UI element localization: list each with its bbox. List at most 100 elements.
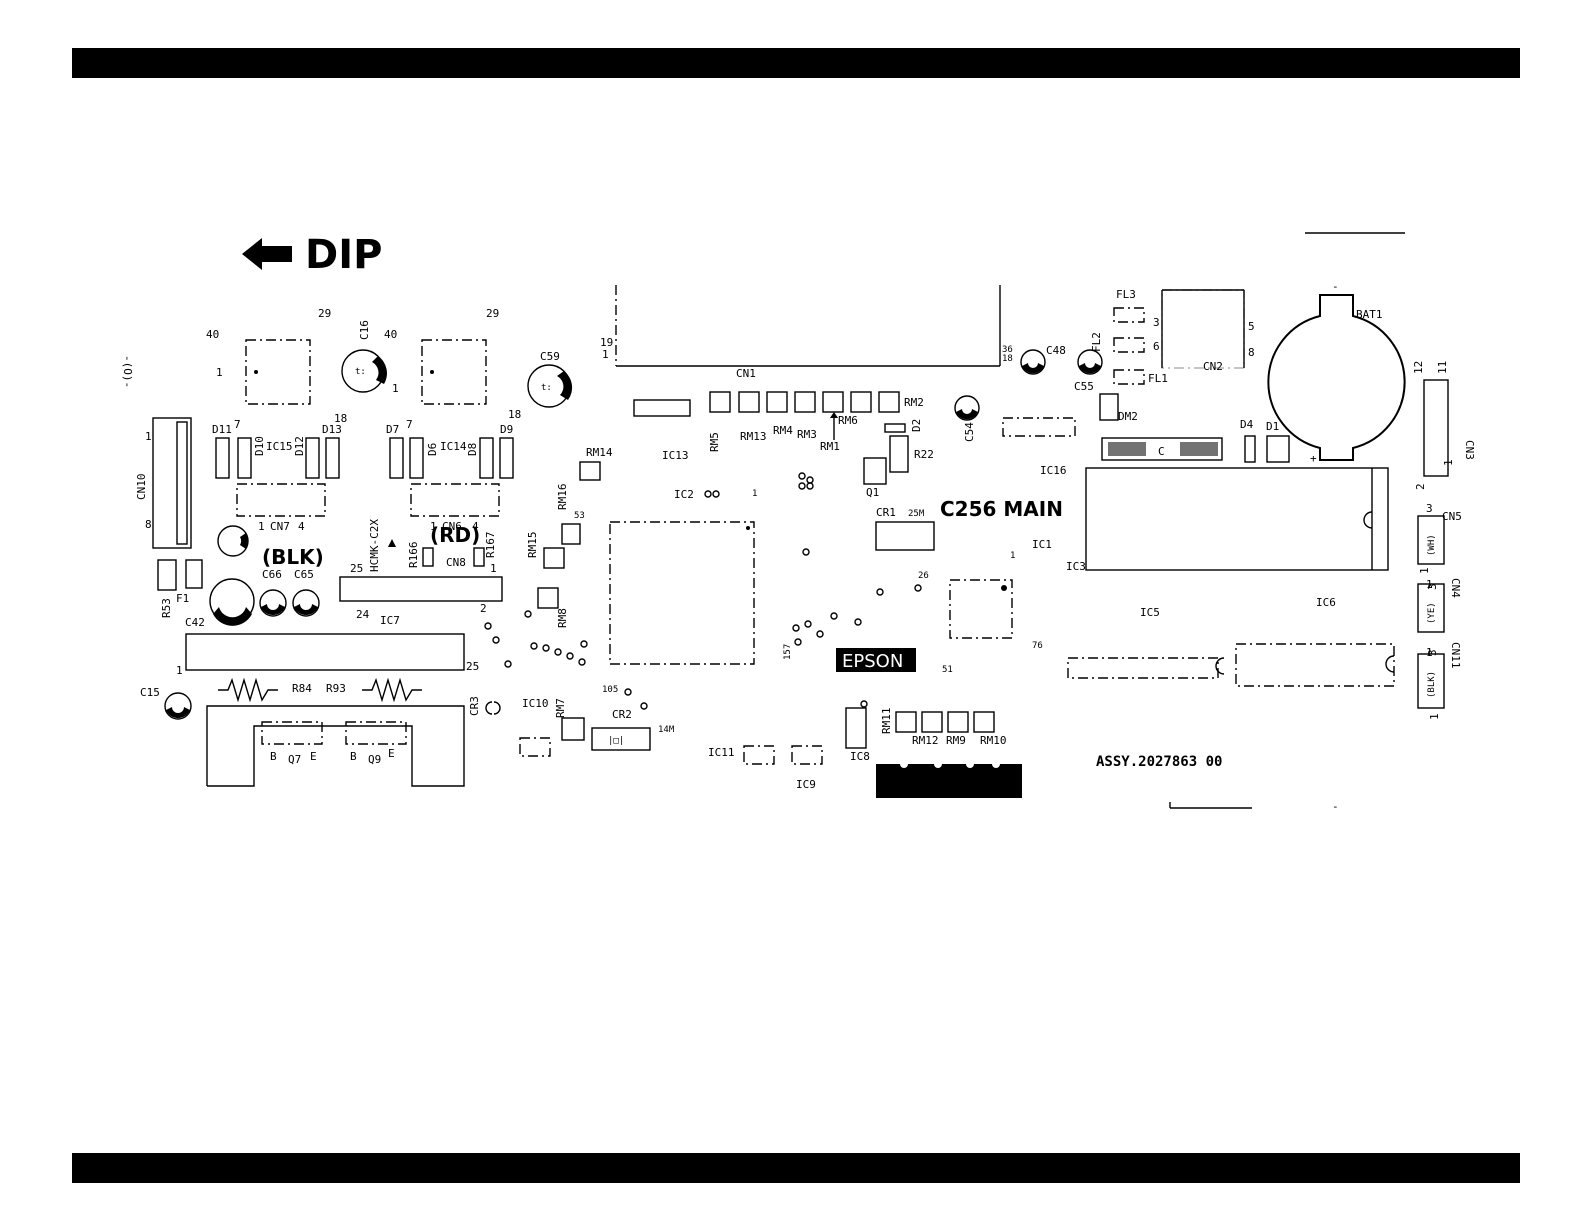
ic-ic11-package	[743, 745, 775, 765]
header-c-jumper	[1101, 437, 1223, 461]
pin-7-d11: 7	[234, 418, 241, 431]
pin-157: 157	[783, 644, 793, 660]
ic-ic5-package	[1067, 657, 1219, 679]
label-ic16: IC16	[1040, 464, 1067, 477]
pin-4-cn6: 4	[472, 520, 479, 533]
label-ic1: IC1	[1032, 538, 1052, 551]
resistor-r166	[422, 547, 434, 567]
label-q1: Q1	[866, 486, 879, 499]
label-d10: D10	[253, 436, 266, 456]
resistor-array-rm2	[878, 391, 900, 413]
label-cr1: CR1	[876, 506, 896, 519]
label-cn10: CN10	[135, 474, 148, 501]
pin-40-right: 40	[384, 328, 397, 341]
label-ic13: IC13	[662, 449, 689, 462]
capacitor-blk-left	[217, 525, 249, 557]
svg-text:t:: t:	[355, 367, 366, 377]
label-ic7: IC7	[380, 614, 400, 627]
label-d12: D12	[293, 436, 306, 456]
bat-minus: -	[1332, 280, 1339, 293]
header-band	[72, 48, 1520, 78]
label-dm2: DM2	[1118, 410, 1138, 423]
pin-1-ic2: 1	[752, 489, 757, 499]
dip-switch-left	[245, 339, 311, 405]
pin-24-ic7: 24	[356, 608, 370, 621]
transistor-q7	[261, 721, 323, 745]
ic-ic3-package	[1085, 467, 1389, 571]
label-c55: C55	[1074, 380, 1094, 393]
label-rm5: RM5	[708, 432, 721, 452]
pin-105: 105	[602, 685, 618, 695]
diode-d4	[1244, 435, 1256, 463]
pin-25-ic7: 25	[350, 562, 363, 575]
diode-d7	[389, 437, 404, 479]
resistor-r84	[218, 677, 278, 703]
resistor-array-rm12	[895, 711, 917, 733]
label-d8: D8	[466, 443, 479, 456]
label-rm12: RM12	[912, 734, 939, 747]
brand-logo: EPSON	[842, 651, 903, 672]
capacitor-c48	[1020, 349, 1046, 375]
pin-36-cn1: 36	[1002, 345, 1013, 355]
resistor-array-rm13	[738, 391, 760, 413]
pin-29-left: 29	[318, 307, 331, 320]
ic-ic16-package	[1002, 417, 1076, 437]
capacitor-c65	[292, 589, 320, 617]
label-d7: D7	[386, 423, 399, 436]
label-rm7: RM7	[554, 698, 567, 718]
resistor-array-rm9	[921, 711, 943, 733]
bat-plus: +	[1310, 452, 1317, 465]
pin-b-q7: B	[270, 750, 277, 763]
label-cn2: CN2	[1203, 360, 1223, 373]
connector-cn2	[1161, 289, 1245, 369]
pin-12-cn3: 12	[1412, 361, 1425, 374]
svg-text:|□|: |□|	[608, 736, 624, 746]
footer-band	[72, 1153, 1520, 1183]
label-ic5: IC5	[1140, 606, 1160, 619]
component-dm2	[1099, 393, 1119, 421]
resistor-array-rm6	[850, 391, 872, 413]
assy-label: ASSY.2027863 00	[1096, 754, 1222, 770]
pin-1-ic1: 1	[1010, 551, 1015, 561]
connector-cn7	[236, 483, 326, 517]
resistor-r93	[362, 677, 422, 703]
label-f1: F1	[176, 592, 189, 605]
capacitor-c59: t:	[527, 364, 573, 408]
diode-d11	[215, 437, 230, 479]
pin-e-q9: E	[388, 747, 395, 760]
battery-bat1	[1267, 294, 1406, 461]
label-d11: D11	[212, 423, 232, 436]
label-q9: Q9	[368, 753, 381, 766]
resistor-array-rm9b	[947, 711, 969, 733]
label-cn5: CN5	[1442, 510, 1462, 523]
label-rm16: RM16	[556, 484, 569, 511]
pin-18-d13: 18	[334, 412, 347, 425]
pin-3-cn5: 3	[1426, 502, 1433, 515]
resistor-array-rm5	[709, 391, 731, 413]
pin-26: 26	[918, 571, 929, 581]
pin-19-cn1: 19	[600, 336, 613, 349]
label-rm13: RM13	[740, 430, 767, 443]
label-cn4: CN4	[1449, 578, 1462, 598]
connector-ic7-top	[339, 576, 503, 602]
label-c-mark: C	[1158, 445, 1165, 458]
label-bat1: BAT1	[1356, 308, 1383, 321]
pin-4-cn7: 4	[298, 520, 305, 533]
label-ic3: IC3	[1066, 560, 1086, 573]
label-rm1: RM1	[820, 440, 840, 453]
pin-2-ic7: 2	[480, 602, 487, 615]
pin-3-cn2: 3	[1153, 316, 1160, 329]
dip-arrow-icon	[242, 238, 292, 270]
oscillator-cr1	[875, 521, 935, 551]
svg-text:t:: t:	[541, 383, 552, 393]
connector-cn5	[1417, 515, 1445, 565]
label-d1: D1	[1266, 420, 1279, 433]
label-cn11: CN11	[1449, 642, 1462, 669]
label-rm15: RM15	[526, 532, 539, 559]
epson-logo-box	[836, 648, 916, 672]
label-rm2: RM2	[904, 396, 924, 409]
heatsink-bracket	[206, 705, 465, 787]
pin-e-q7: E	[310, 750, 317, 763]
pin-8-cn10: 8	[145, 518, 152, 531]
label-r53: R53	[160, 598, 173, 618]
